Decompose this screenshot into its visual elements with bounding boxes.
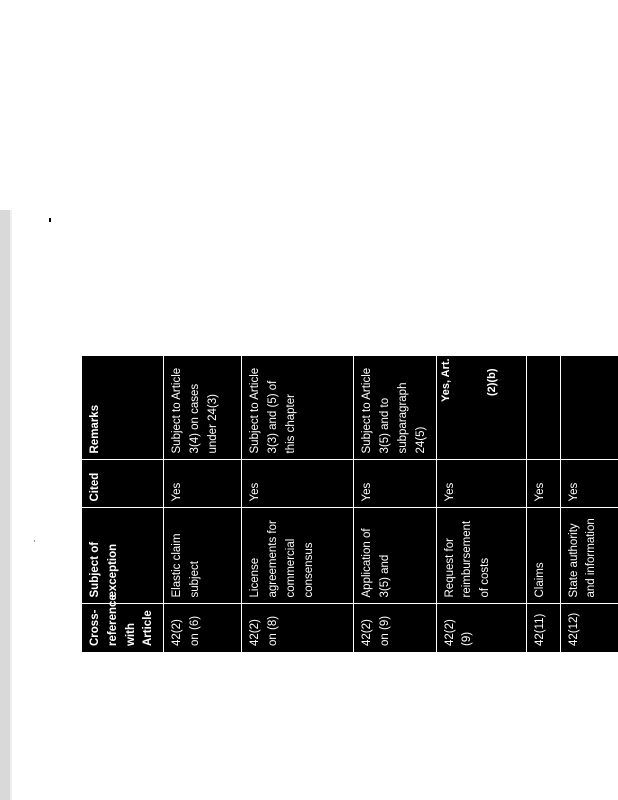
table-rotation-frame: Cross-reference with Article Subject of … (82, 356, 618, 652)
cell-cited: Yes (526, 460, 560, 508)
cell-reference: 42(2)(9) (436, 604, 526, 652)
inline-stamp-mark-2: (2)(b) (486, 368, 498, 397)
cell-reference: 42(12) (560, 604, 618, 652)
cell-cited: Yes (436, 460, 526, 508)
cell-cited: Yes (353, 460, 436, 508)
header-cited: Cited (82, 460, 164, 508)
cell-subject: Claims (526, 508, 560, 604)
inline-stamp-mark: Yes, Art. 4 (440, 349, 452, 402)
cell-subject: Request for reimbursement of costs (436, 508, 526, 604)
scan-speck (34, 540, 35, 542)
scan-speck (49, 218, 51, 222)
cell-cited: Yes (163, 460, 242, 508)
cell-subject: State authority and information (560, 508, 618, 604)
header-remarks: Remarks (82, 356, 164, 460)
table-row: 42(2) on (6) Elastic claim subject Yes S… (163, 356, 242, 652)
cell-cited: Yes (560, 460, 618, 508)
cell-subject: Application of 3(5) and (353, 508, 436, 604)
table-header-row: Cross-reference with Article Subject of … (82, 356, 164, 652)
cell-remarks (526, 356, 560, 460)
header-subject: Subject of exception (82, 508, 164, 604)
table-row: 42(11) Claims Yes (526, 356, 560, 652)
cell-cited: Yes (241, 460, 354, 508)
exception-table: Cross-reference with Article Subject of … (82, 356, 618, 652)
header-cross-reference: Cross-reference with Article (82, 594, 164, 652)
table-row: 42(2) on (8) License agreements for comm… (241, 356, 354, 652)
cell-reference: 42(2) on (9) (353, 604, 436, 652)
cell-reference: 42(2) on (8) (241, 604, 354, 652)
rotated-exception-table: Cross-reference with Article Subject of … (82, 349, 618, 652)
cell-subject: Elastic claim subject (163, 508, 242, 604)
cell-subject: License agreements for commercial consen… (241, 508, 354, 604)
cell-reference: 42(11) (526, 604, 560, 652)
cell-remarks: Subject to Article 3(3) and (5) of this … (241, 356, 354, 460)
cell-remarks: Subject to Article 3(5) and to subparagr… (353, 356, 436, 460)
cell-remarks (560, 356, 618, 460)
table-row: 42(2) on (9) Application of 3(5) and Yes… (353, 356, 436, 652)
cell-remarks: Subject to Article 3(4) on cases under 2… (163, 356, 242, 460)
cell-reference: 42(2) on (6) (163, 604, 242, 652)
scanner-edge-shadow (10, 210, 12, 800)
table-row: 42(12) State authority and information Y… (560, 356, 618, 652)
scanner-edge-strip (0, 210, 10, 800)
